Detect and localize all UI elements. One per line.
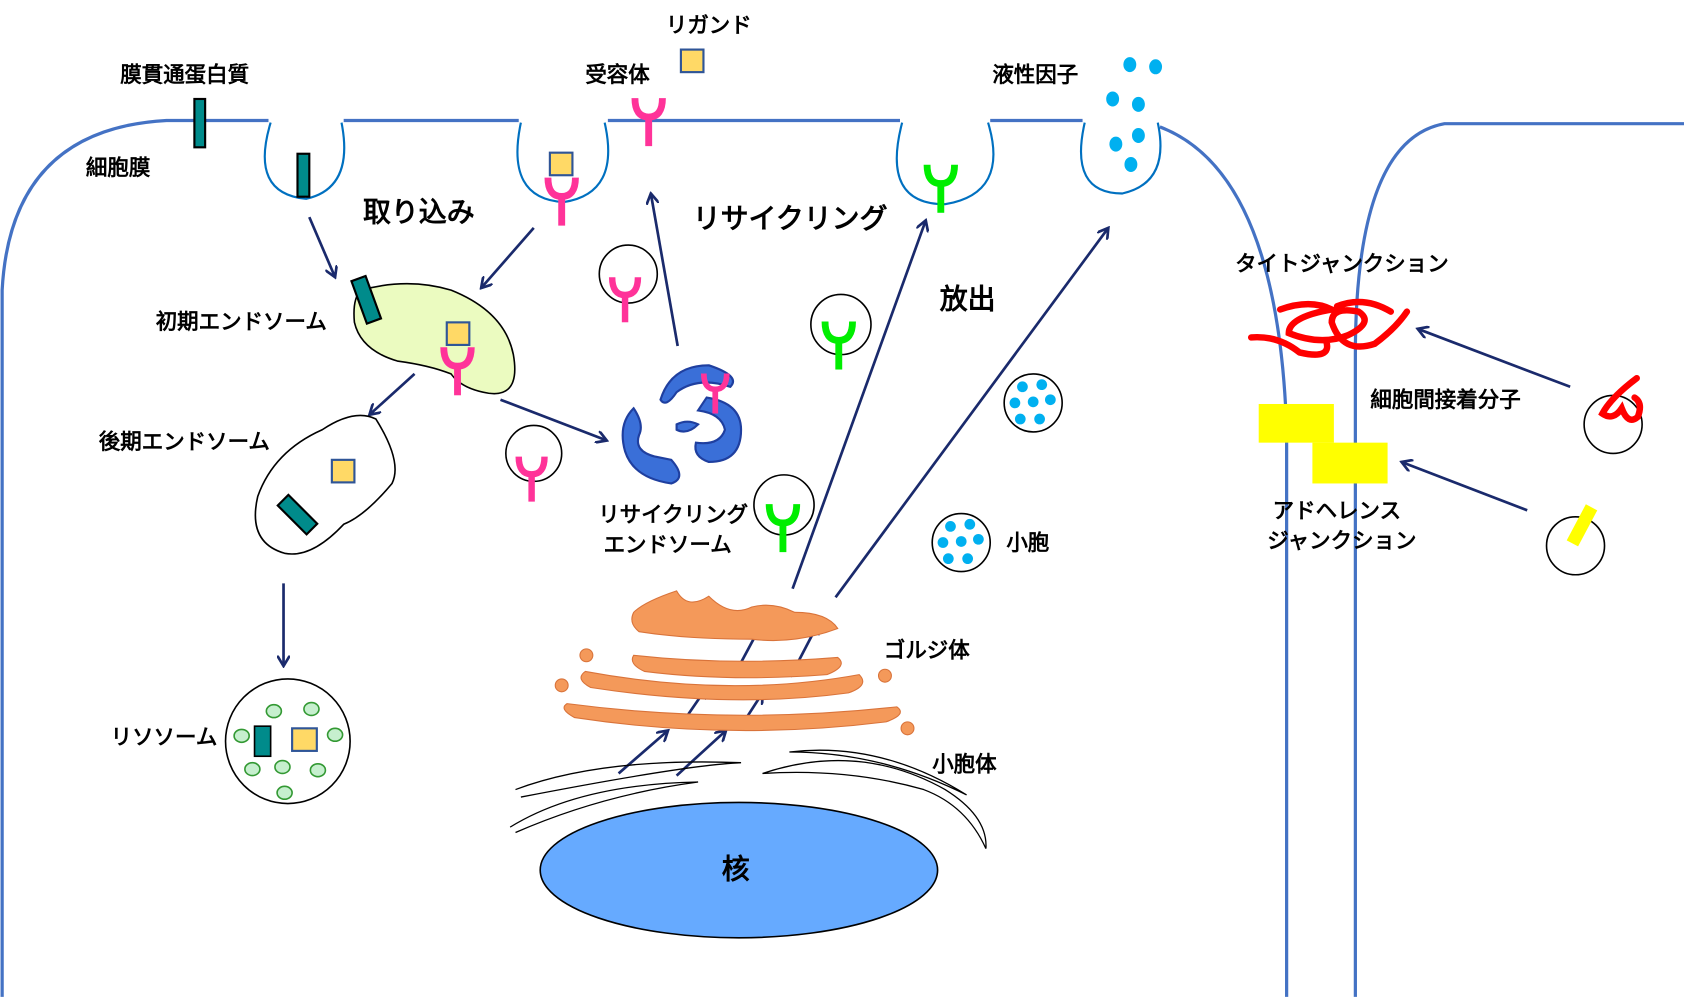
label-release: 放出 [939, 282, 996, 315]
soluble-factor-dots [1106, 57, 1163, 173]
golgi-apparatus [554, 590, 915, 736]
label-cell-membrane: 細胞膜 [86, 155, 151, 181]
transmembrane-protein [193, 97, 207, 149]
label-late-endosome: 後期エンドソーム [99, 429, 270, 455]
ligand [679, 48, 705, 74]
label-cell-adhesion-molecule: 細胞間接着分子 [1370, 387, 1520, 413]
endoplasmic-reticulum [509, 749, 987, 849]
recycling-endosome [621, 364, 743, 485]
ligand-in-pit [548, 151, 574, 177]
label-adherens-line1: アドヘレンス [1273, 499, 1401, 524]
vesicle-dots [937, 518, 984, 565]
label-recycling-endosome-line1: リサイクリング [598, 502, 748, 528]
green-receptor-in-pit [927, 165, 954, 213]
label-adherens-line2: ジャンクション [1267, 529, 1416, 554]
tight-junction-strands [1247, 298, 1411, 358]
label-golgi: ゴルジ体 [884, 637, 970, 663]
label-early-endosome: 初期エンドソーム [156, 309, 327, 335]
cell-membrane-left [0, 118, 1289, 997]
label-nucleus: 核 [722, 853, 750, 886]
transmembrane-protein-late [276, 493, 319, 536]
label-recycling-endosome-line2: エンドソーム [604, 533, 732, 558]
ligand-early [445, 321, 471, 346]
label-recycling: リサイクリング [693, 202, 888, 235]
label-uptake: 取り込み [363, 195, 475, 228]
label-lysosome: リソソーム [111, 725, 218, 750]
adherens-junction-block [1312, 442, 1388, 484]
adherens-vesicle [1545, 515, 1606, 576]
adherens-molecule-yellow [1566, 504, 1598, 547]
pathway-arrows [284, 193, 1571, 777]
adherens-junction-block [1258, 403, 1334, 443]
lysosome-granules [233, 701, 344, 801]
label-vesicle: 小胞 [1006, 530, 1049, 556]
nucleus [539, 801, 939, 939]
vesicle-dots [1009, 379, 1056, 425]
label-transmembrane-protein: 膜貫通蛋白質 [120, 62, 249, 88]
label-er: 小胞体 [932, 751, 997, 777]
early-endosome [353, 282, 516, 395]
ligand-lysosome [291, 727, 318, 752]
label-tight-junction: タイトジャンクション [1235, 252, 1449, 277]
label-soluble-factor: 液性因子 [992, 62, 1078, 88]
late-endosome [254, 414, 396, 555]
label-ligand: リガンド [666, 13, 752, 38]
adhesion-vesicle [1583, 394, 1643, 455]
endocytic-pits [263, 122, 1162, 206]
adhesion-molecule-red [1598, 374, 1644, 423]
ligand-late [330, 458, 356, 484]
transmembrane-protein-lysosome [253, 725, 272, 758]
receptor [635, 98, 662, 146]
transmembrane-protein-early [350, 274, 383, 325]
transmembrane-protein-pit [296, 152, 311, 198]
label-receptor: 受容体 [585, 62, 650, 88]
cell-membrane-right [1353, 122, 1684, 997]
